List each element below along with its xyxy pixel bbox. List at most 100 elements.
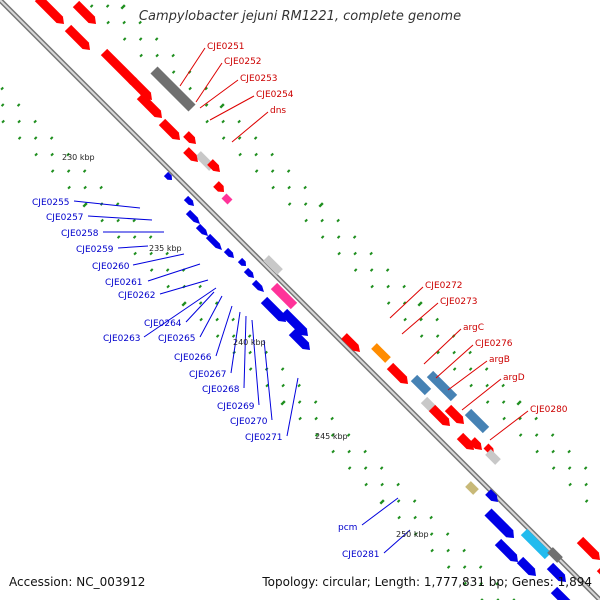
gene-label[interactable]: CJE0259 [76, 245, 114, 255]
reverse-gene-arrow[interactable] [494, 538, 521, 565]
gene-label[interactable]: CJE0268 [202, 385, 240, 395]
reverse-gene-arrow[interactable] [516, 556, 539, 579]
track-dot [165, 251, 169, 256]
gene-feature[interactable] [485, 449, 501, 465]
reverse-gene-arrow[interactable] [205, 233, 224, 252]
gene-feature[interactable] [428, 404, 453, 429]
label-leader-line [132, 253, 185, 266]
gene-feature[interactable] [221, 193, 233, 205]
gene-feature[interactable] [213, 181, 227, 195]
gene-feature[interactable] [150, 66, 196, 112]
gene-label[interactable]: argB [489, 355, 510, 365]
gene-label[interactable]: CJE0252 [224, 57, 262, 67]
track-dot [363, 466, 368, 470]
gene-feature[interactable] [456, 432, 477, 453]
gene-feature[interactable] [341, 333, 363, 355]
label-leader-line [215, 305, 233, 357]
gene-feature[interactable] [465, 481, 479, 495]
gene-feature[interactable] [100, 48, 141, 89]
track-dot [247, 334, 252, 338]
gene-label[interactable]: CJE0254 [256, 90, 294, 100]
gene-label[interactable]: argD [503, 373, 525, 383]
reverse-gene-arrow[interactable] [195, 223, 210, 238]
gene-label[interactable]: CJE0276 [475, 339, 513, 349]
track-dot [297, 400, 302, 404]
track-dot [149, 251, 153, 256]
track-dot [214, 301, 219, 305]
gene-label[interactable]: CJE0263 [103, 334, 141, 344]
reverse-gene-arrow[interactable] [251, 279, 266, 294]
gene-label[interactable]: CJE0280 [530, 405, 568, 415]
gene-label[interactable]: CJE0266 [174, 353, 212, 363]
gene-label[interactable]: dns [270, 106, 286, 116]
gene-label[interactable]: CJE0262 [118, 291, 156, 301]
gene-feature[interactable] [34, 0, 67, 27]
reverse-gene-arrow[interactable] [185, 209, 202, 226]
gene-label[interactable]: CJE0271 [245, 433, 283, 443]
gene-label[interactable]: CJE0260 [92, 262, 130, 272]
gene-feature[interactable] [136, 92, 165, 121]
gene-feature[interactable] [444, 404, 467, 427]
track-dot [67, 185, 71, 190]
gene-label[interactable]: CJE0257 [46, 213, 84, 223]
reverse-gene-arrow[interactable] [485, 489, 501, 505]
gene-label[interactable]: CJE0251 [207, 42, 245, 52]
gene-feature[interactable] [128, 76, 155, 103]
gene-feature[interactable] [158, 118, 183, 143]
gene-feature[interactable] [547, 547, 563, 563]
gene-feature[interactable] [270, 282, 298, 310]
gene-label[interactable]: argC [463, 323, 484, 333]
track-dot [452, 367, 457, 371]
track-dot [331, 449, 335, 454]
track-dot [116, 235, 121, 239]
gene-feature[interactable] [464, 408, 490, 434]
reverse-gene-arrow[interactable] [183, 195, 196, 208]
gene-feature[interactable] [207, 159, 223, 175]
reverse-gene-arrow[interactable] [546, 562, 569, 585]
gene-label[interactable]: CJE0265 [158, 334, 196, 344]
reverse-gene-arrow[interactable] [223, 247, 236, 260]
gene-feature[interactable] [72, 0, 99, 27]
reverse-gene-arrow[interactable] [260, 296, 289, 325]
gene-feature[interactable] [410, 374, 432, 396]
reverse-gene-arrow[interactable] [280, 308, 311, 339]
gene-feature[interactable] [64, 24, 93, 53]
gene-label[interactable]: CJE0255 [32, 198, 70, 208]
track-dot [16, 103, 21, 107]
gene-label[interactable]: CJE0273 [440, 297, 478, 307]
reverse-gene-arrow[interactable] [484, 508, 517, 541]
gene-label[interactable]: CJE0269 [217, 402, 255, 412]
gene-feature[interactable] [371, 343, 391, 363]
reverse-gene-arrow[interactable] [237, 257, 248, 268]
tick-label-245: 245 kbp [315, 432, 348, 441]
gene-label[interactable]: CJE0261 [105, 278, 143, 288]
label-leader-line [199, 295, 223, 338]
track-dot [550, 433, 555, 437]
gene-label[interactable]: CJE0272 [425, 281, 463, 291]
gene-feature[interactable] [183, 147, 201, 165]
gene-feature[interactable] [520, 528, 552, 560]
track-dot [402, 301, 407, 305]
gene-feature[interactable] [386, 362, 411, 387]
gene-feature[interactable] [263, 255, 283, 275]
gene-label[interactable]: pcm [338, 523, 357, 533]
gene-feature[interactable] [183, 131, 199, 147]
reverse-gene-arrow[interactable] [550, 586, 585, 600]
gene-feature[interactable] [426, 370, 458, 402]
gene-feature[interactable] [576, 536, 600, 563]
track-dot [165, 268, 170, 272]
gene-label[interactable]: CJE0264 [144, 319, 182, 329]
label-leader-line [230, 311, 241, 374]
gene-label[interactable]: CJE0267 [189, 370, 227, 380]
reverse-gene-arrow[interactable] [163, 171, 174, 182]
reverse-gene-arrow[interactable] [243, 267, 256, 280]
gene-feature[interactable] [469, 437, 485, 453]
gene-label[interactable]: CJE0281 [342, 550, 380, 560]
track-dot [479, 581, 483, 586]
reverse-gene-arrow[interactable] [288, 328, 313, 353]
track-dot [281, 383, 285, 388]
gene-label[interactable]: CJE0270 [230, 417, 268, 427]
gene-label[interactable]: CJE0258 [61, 229, 99, 239]
track-dot [314, 433, 319, 437]
gene-label[interactable]: CJE0253 [240, 74, 278, 84]
